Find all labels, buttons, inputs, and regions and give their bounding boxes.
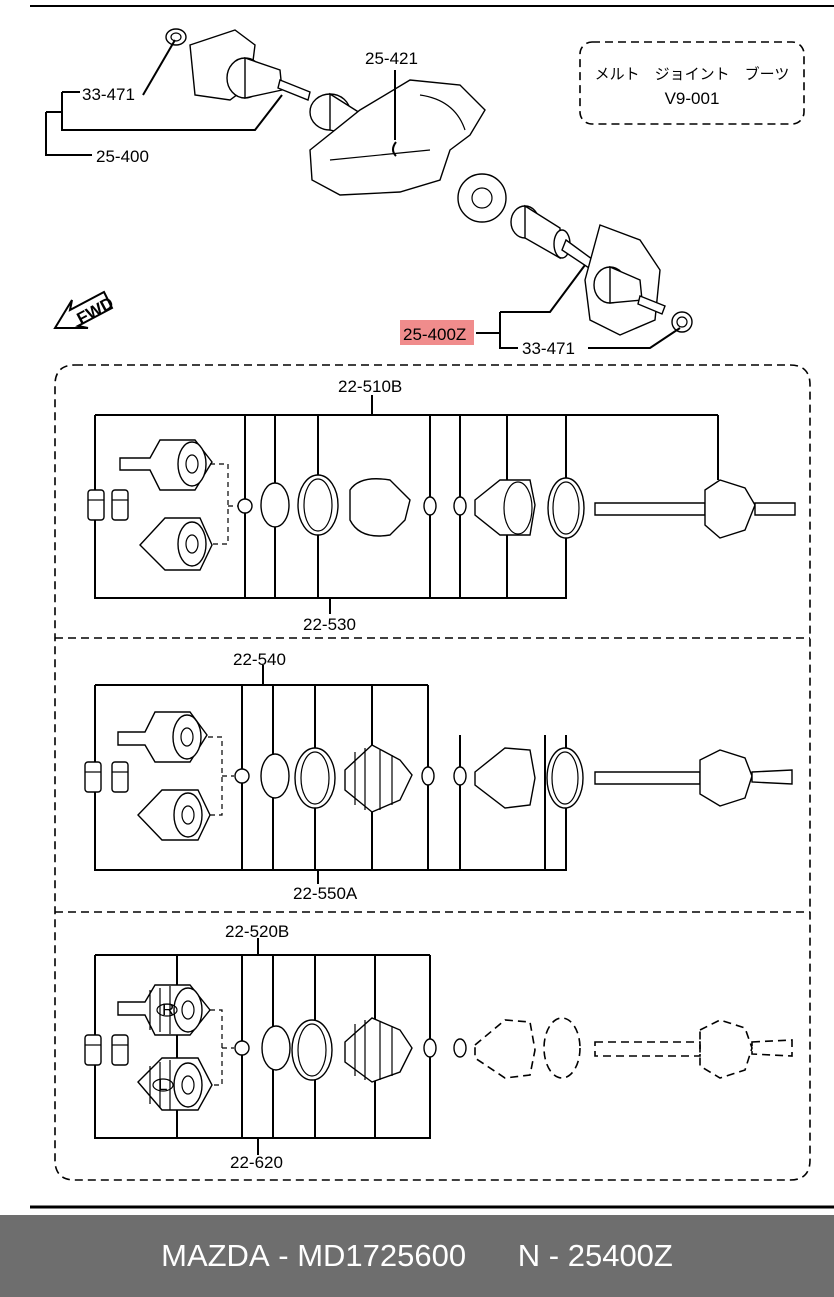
mark-l: L bbox=[158, 1075, 167, 1094]
label-22-510b[interactable]: 22-510B bbox=[338, 377, 402, 396]
panel-22-520b: R L bbox=[84, 938, 793, 1155]
drive-shaft-assembly-illustration bbox=[165, 28, 693, 336]
label-22-550a[interactable]: 22-550A bbox=[293, 884, 358, 903]
label-22-520b[interactable]: 22-520B bbox=[225, 922, 289, 941]
leader-33-471-top bbox=[142, 39, 176, 96]
label-25-400z[interactable]: 25-400Z bbox=[403, 325, 466, 344]
note-line-2: V9-001 bbox=[665, 89, 720, 108]
note-box bbox=[579, 41, 805, 125]
parts-diagram: 33-471 25-400 25-421 25-400Z 33-471 メルト … bbox=[30, 5, 834, 1209]
label-33-471-top[interactable]: 33-471 bbox=[82, 85, 135, 104]
note-line-1: メルト ジョイント ブーツ bbox=[595, 65, 790, 83]
highlight-25-400z bbox=[400, 320, 474, 345]
label-33-471-bottom[interactable]: 33-471 bbox=[522, 339, 575, 358]
footer-ref: N - 25400Z bbox=[517, 1238, 673, 1273]
bracket-25-400z bbox=[499, 312, 518, 349]
leader-33-471-bottom bbox=[588, 327, 681, 349]
label-22-540[interactable]: 22-540 bbox=[233, 650, 286, 669]
mark-r: R bbox=[162, 1000, 174, 1019]
footer-part-number: MD1725600 bbox=[297, 1238, 467, 1273]
fwd-arrow-icon: FWD bbox=[53, 290, 117, 329]
panel-22-510b bbox=[87, 395, 796, 614]
label-22-620[interactable]: 22-620 bbox=[230, 1153, 283, 1172]
footer-bar: MAZDA - MD1725600 N - 25400Z bbox=[0, 1215, 834, 1297]
label-22-530[interactable]: 22-530 bbox=[303, 615, 356, 634]
label-25-400[interactable]: 25-400 bbox=[96, 147, 149, 166]
bracket-25-400 bbox=[45, 112, 92, 156]
label-25-421[interactable]: 25-421 bbox=[365, 49, 418, 68]
fwd-label: FWD bbox=[74, 293, 117, 328]
kits-frame bbox=[54, 364, 811, 1181]
panel-22-540 bbox=[84, 665, 793, 884]
footer-brand: MAZDA bbox=[161, 1238, 270, 1273]
